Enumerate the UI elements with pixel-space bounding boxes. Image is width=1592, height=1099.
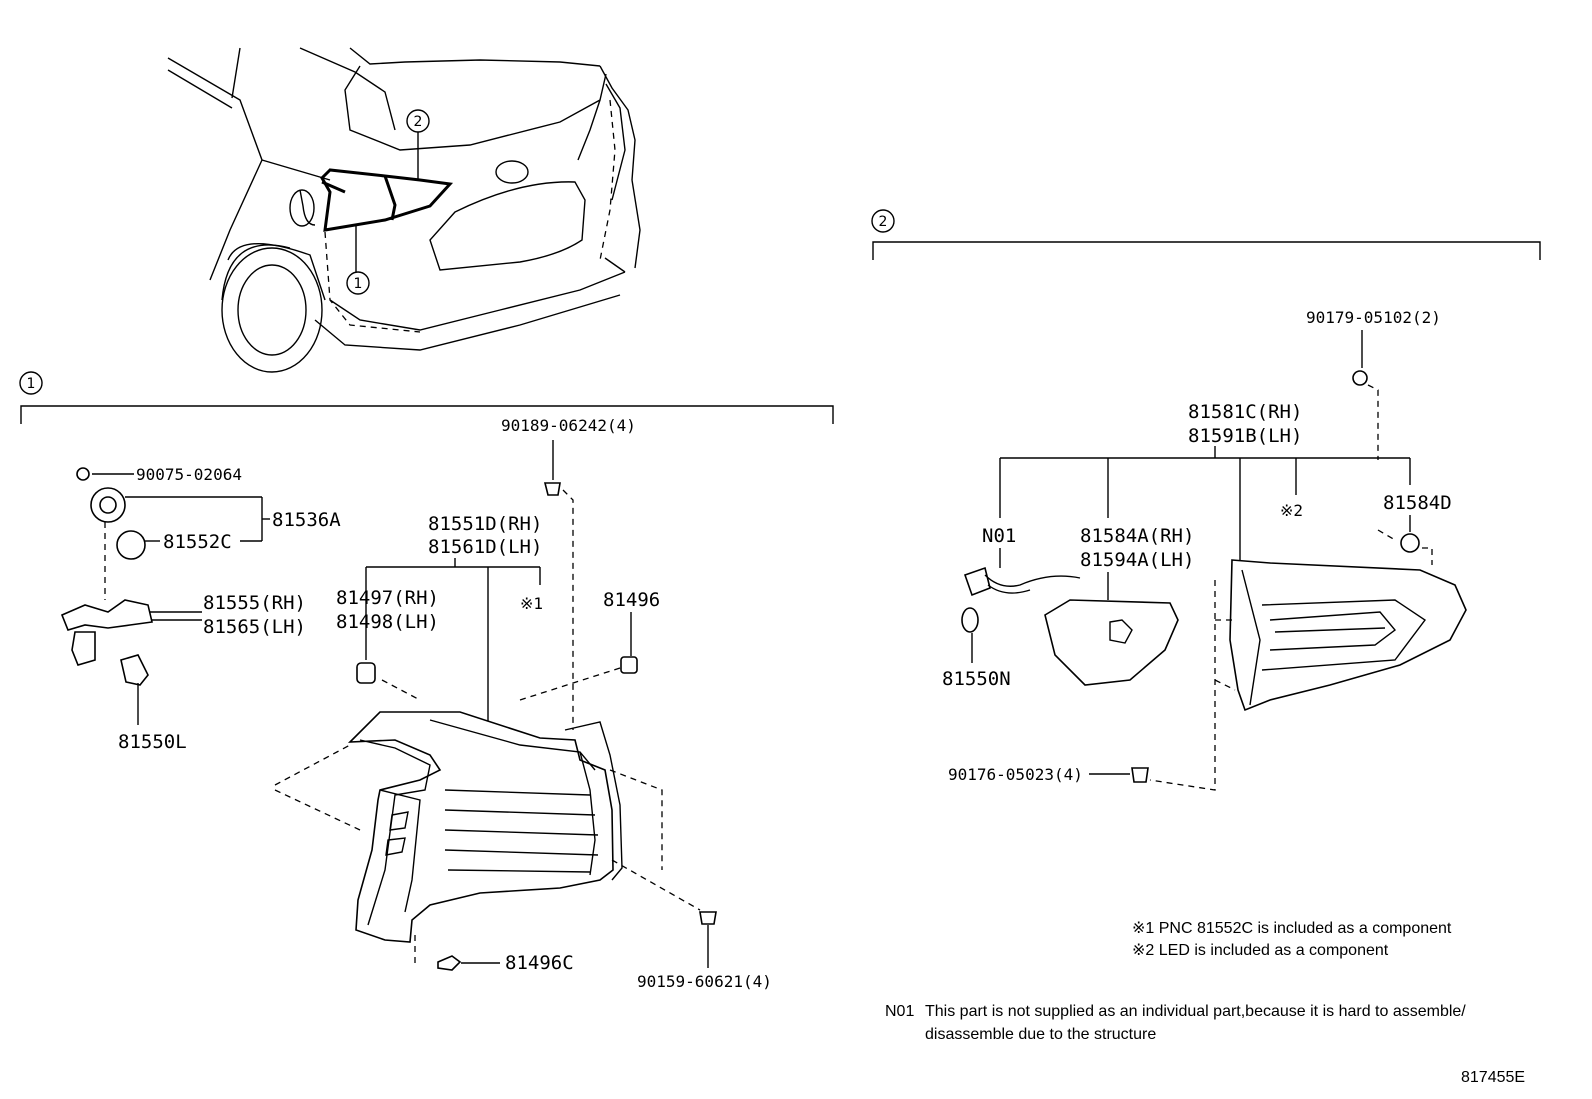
screw-90179-icon [1352,370,1368,386]
label-81497-rh: 81497(RH) [336,587,439,609]
label-81496: 81496 [603,589,660,611]
diagram-id: 817455E [1461,1069,1525,1086]
section-1-marker-circle [19,371,43,395]
clip-81584D-icon [1400,533,1420,553]
label-81561D-lh: 81561D(LH) [428,536,542,558]
callout-1-circle [346,271,370,295]
label-81565-lh: 81565(LH) [203,616,306,638]
gasket-81584A-icon [1044,599,1179,686]
note-2: ※2 LED is included as a component [1132,942,1389,959]
tail-lamp-assembly: 90189-06242(4) 81551D(RH) 81561D(LH) ※1 … [274,416,772,991]
label-81552C: 81552C [163,531,232,553]
ref-1-mark: ※1 [520,594,543,613]
label-90159-60621: 90159-60621(4) [637,972,772,991]
label-81591B-lh: 81591B(LH) [1188,425,1302,447]
label-90179-05102: 90179-05102(2) [1306,308,1441,327]
section-2-marker: 2 [879,214,888,230]
back-door-lamp-body [1229,559,1467,712]
socket-wire-icon [60,599,153,631]
label-81536A: 81536A [272,509,341,531]
bulb-81550L-icon [120,654,149,686]
label-81584A-rh: 81584A(RH) [1080,525,1194,547]
label-90189-06242: 90189-06242(4) [501,416,636,435]
label-81498-lh: 81498(LH) [336,611,439,633]
callout-2-circle [406,109,430,133]
note-1: ※1 PNC 81552C is included as a component [1132,920,1452,937]
note-n01-code: N01 [885,1003,914,1020]
label-81555-rh: 81555(RH) [203,592,306,614]
screw-90159-icon [699,911,717,925]
note-n01-line-2: disassemble due to the structure [925,1026,1156,1043]
section-1: 1 90075-02064 81536A 81552C 81555(RH) 81… [19,371,834,991]
note-n01-line-1: This part is not supplied as an individu… [925,1003,1466,1020]
clip-81496C-icon [437,955,462,971]
callout-1-label: 1 [354,276,363,292]
clip-81496-icon [620,656,638,674]
label-81594A-lh: 81594A(LH) [1080,549,1194,571]
screw-90075-icon [76,467,90,481]
label-90176-05023: 90176-05023(4) [948,765,1083,784]
tail-lamp-body [347,711,614,943]
label-81551D-rh: 81551D(RH) [428,513,542,535]
label-81584D: 81584D [1383,492,1452,514]
label-N01: N01 [982,525,1016,547]
car-rear-view: 2 1 [167,47,641,373]
label-90075-02064: 90075-02064 [136,465,242,484]
screw-90176-icon [1131,767,1149,783]
socket-assembly: 90075-02064 81536A 81552C 81555(RH) 8156… [60,465,341,753]
section-2-marker-circle [871,209,895,233]
ref-2-mark: ※2 [1280,501,1303,520]
section-2: 2 90179-05102(2) 81581C(RH) 81591B(LH) ※… [871,209,1541,791]
label-81550N: 81550N [942,668,1011,690]
label-81496C: 81496C [505,952,574,974]
bulb-81550N-icon [961,607,979,633]
label-81581C-rh: 81581C(RH) [1188,401,1302,423]
label-81550L: 81550L [118,731,187,753]
section-2-bracket [872,241,1541,260]
gasket-icon [116,530,146,560]
notes: ※1 PNC 81552C is included as a component… [885,920,1525,1086]
callout-2-label: 2 [414,114,423,130]
section-1-marker: 1 [27,376,36,392]
bushing-81497-icon [356,662,376,684]
section-1-bracket [20,405,834,424]
socket-N01-icon [963,566,991,597]
screw-90189-icon [543,482,561,496]
